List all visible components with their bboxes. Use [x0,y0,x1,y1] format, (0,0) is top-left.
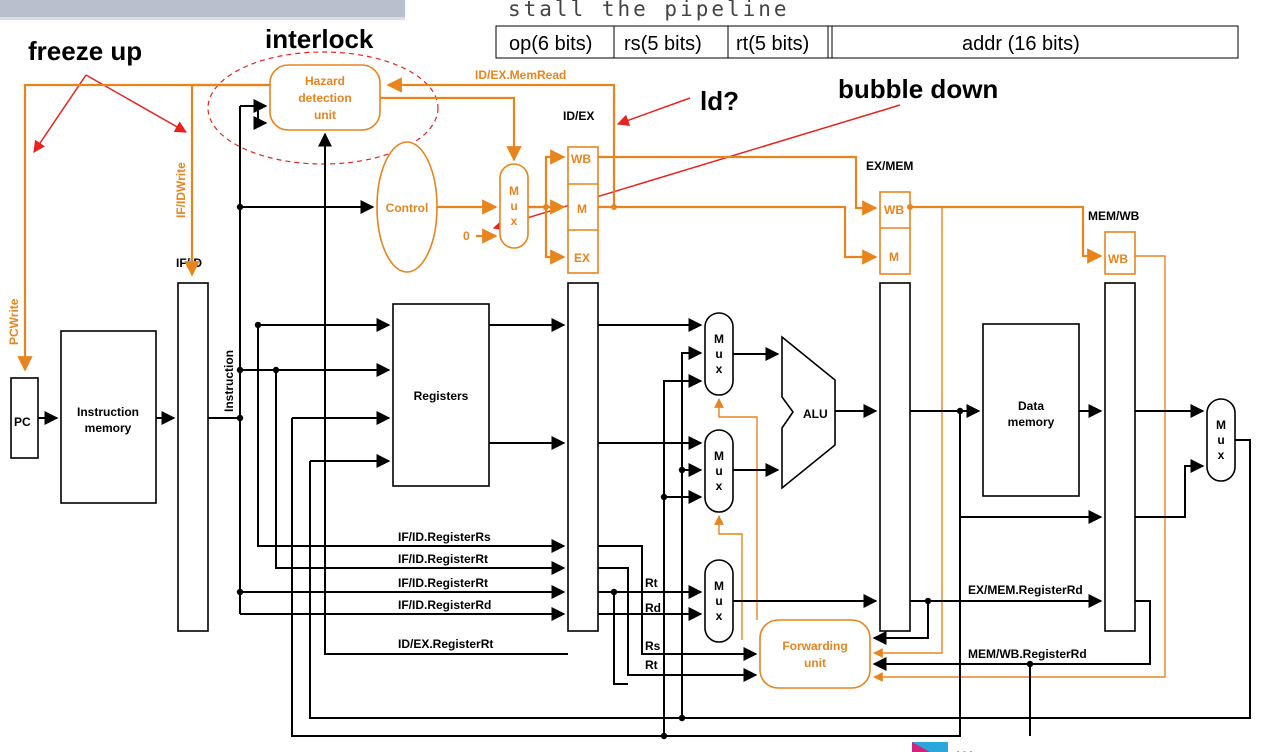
mem-wb-control-box [1104,231,1136,275]
hazard-label-1: Hazard [305,74,345,88]
university-logo: … [912,737,974,752]
ifid-rd-label: IF/ID.RegisterRd [398,598,491,612]
forwarding-unit [759,619,871,689]
alu-mux-lower-u: u [715,464,722,478]
control-mux-x: x [511,214,518,228]
format-field-rs: rs(5 bits) [624,33,702,55]
ex-mem-control-box [879,191,911,275]
freeze-up-label: freeze up [28,36,142,66]
instruction-format-table: op(6 bits) rs(5 bits) rt(5 bits) addr (1… [495,25,1239,59]
control-mux-m: M [509,184,519,198]
ifidwrite-label: IF/IDWrite [174,162,188,218]
rs-fwd-label: Rs [645,639,661,653]
mem-wb-register [1104,282,1136,632]
regdst-mux-u: u [715,594,722,608]
control-wires [17,77,1166,682]
format-field-op: op(6 bits) [509,33,592,55]
id-ex-register [567,282,599,632]
zero-input-label: 0 [463,229,470,243]
id-ex-control-box [567,146,599,274]
writeback-mux-u: u [1217,433,1224,447]
alu-mux-upper-m: M [714,332,724,346]
id-ex-label: ID/EX [563,109,594,123]
rd-mux-label: Rd [645,601,661,615]
alu-mux-lower-m: M [714,449,724,463]
alu-label: ALU [803,407,828,421]
alu-mux-upper-x: x [716,362,723,376]
ld-arrow [616,97,691,126]
forwarding-label-2: unit [804,656,826,670]
freeze-arrow-pc [33,74,87,153]
freeze-arrow-ifid [85,74,188,133]
if-id-register [177,282,209,632]
id-ex-m: M [577,202,587,216]
instruction-memory-label-2: memory [85,421,132,435]
id-ex-wb: WB [571,152,591,166]
format-field-rt: rt(5 bits) [736,33,809,55]
format-field-addr: addr (16 bits) [962,33,1080,55]
control-label: Control [386,201,429,215]
ifid-rt2-label: IF/ID.RegisterRt [398,576,488,590]
instruction-memory-block [60,330,157,504]
interlock-ellipse [207,51,439,165]
id-ex-ex: EX [574,251,590,265]
memwb-rd-label: MEM/WB.RegisterRd [968,647,1087,661]
instruction-memory-label-1: Instruction [77,405,139,419]
hazard-label-2: detection [298,91,351,105]
data-memory-label-1: Data [1018,399,1044,413]
ifid-rt1-label: IF/ID.RegisterRt [398,552,488,566]
pc-label: PC [14,415,31,429]
logo-text: … [955,737,974,752]
ex-mem-register [879,282,911,632]
hazard-label-3: unit [314,108,336,122]
data-memory-block [982,323,1080,497]
interlock-label: interlock [265,24,374,54]
exmem-rd-label: EX/MEM.RegisterRd [968,583,1083,597]
bubble-arrow [492,104,901,231]
rt-fwd-label: Rt [645,658,658,672]
idex-rt-label: ID/EX.RegisterRt [398,637,493,651]
mem-wb-label: MEM/WB [1088,209,1140,223]
header-band [0,0,405,18]
junction-dots [236,203,1034,740]
regdst-mux-x: x [716,609,723,623]
pcwrite-label: PCWrite [7,298,21,345]
registers-block [392,303,490,487]
ex-mem-m: M [889,250,899,264]
control-mux-u: u [510,199,517,213]
alu-mux-upper-u: u [715,347,722,361]
alu-block [781,335,836,490]
datapath-wires [38,99,1251,737]
rt-mux-label: Rt [645,576,658,590]
ifid-rs-label: IF/ID.RegisterRs [398,530,491,544]
forwarding-label-1: Forwarding [782,639,847,653]
ld-label: ld? [700,86,739,116]
idex-memread-label: ID/EX.MemRead [475,68,566,82]
instruction-label: Instruction [222,350,236,412]
bubble-down-label: bubble down [838,74,998,104]
data-memory-label-2: memory [1008,415,1055,429]
writeback-mux-x: x [1218,448,1225,462]
if-id-label: IF/ID [176,256,202,270]
registers-label: Registers [414,389,469,403]
writeback-mux-m: M [1216,418,1226,432]
ex-mem-label: EX/MEM [866,159,913,173]
regdst-mux-m: M [714,579,724,593]
ex-mem-wb: WB [884,203,904,217]
mem-wb-wb: WB [1108,252,1128,266]
stall-header: stall the pipeline [508,0,790,21]
alu-mux-lower-x: x [716,479,723,493]
